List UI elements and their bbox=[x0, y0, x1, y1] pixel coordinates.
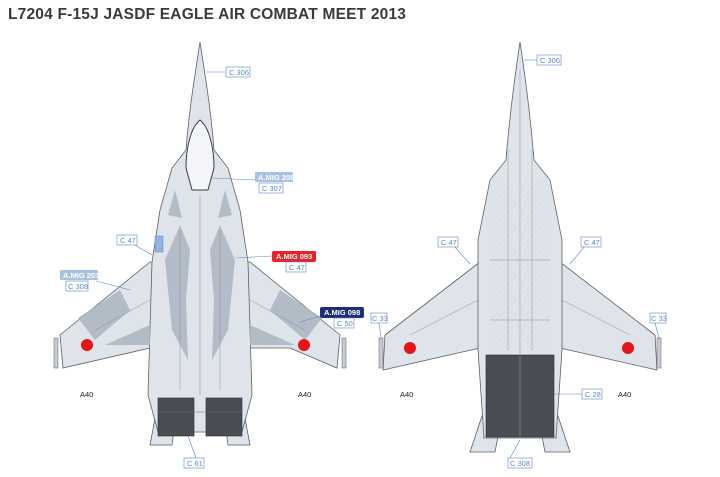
top-red-amig-ref: A.MIG 093 bbox=[276, 252, 312, 261]
top-canopy-ref: C 307 bbox=[262, 184, 282, 193]
bottom-intake-right-ref: C 47 bbox=[584, 238, 600, 247]
bottom-left-wingtip-rail bbox=[378, 337, 384, 369]
hinomaru-left-top bbox=[81, 339, 93, 351]
top-nose-ref: C 306 bbox=[229, 68, 249, 77]
bottom-wingtip-left-ref: C 33 bbox=[372, 314, 388, 323]
page-title: L7204 F-15J JASDF EAGLE AIR COMBAT MEET … bbox=[8, 6, 407, 23]
top-blue-amig-c-ref: C 50 bbox=[337, 319, 353, 328]
hinomaru-right-top bbox=[298, 339, 310, 351]
top-view-panel-lines bbox=[94, 195, 306, 395]
top-tail-ref: C 61 bbox=[187, 459, 203, 468]
top-intake-ref: C 47 bbox=[120, 236, 136, 245]
left-wingtip-rail bbox=[53, 337, 59, 369]
top-red-amig-c-ref: C 47 bbox=[289, 263, 305, 272]
right-wingtip-rail bbox=[341, 337, 347, 369]
hinomaru-right-bottom bbox=[622, 342, 634, 354]
bottom-decal-left: A40 bbox=[400, 390, 413, 399]
top-decal-right: A40 bbox=[298, 390, 311, 399]
bottom-tail-ref: C 308 bbox=[510, 459, 530, 468]
bottom-decal-right: A40 bbox=[618, 390, 631, 399]
top-view-labels: C 306 A.MIG 208 C 307 C 47 A.MIG 203 C 3… bbox=[60, 66, 364, 469]
top-wing-amig-ref: A.MIG 203 bbox=[63, 271, 99, 280]
top-blue-amig-ref: A.MIG 098 bbox=[324, 308, 360, 317]
top-canopy-amig-ref: A.MIG 208 bbox=[258, 173, 294, 182]
top-wing-ref: C 308 bbox=[68, 282, 88, 291]
bottom-wingtip-right-ref: C 33 bbox=[651, 314, 667, 323]
top-decal-left: A40 bbox=[80, 390, 93, 399]
bottom-view-panel-lines bbox=[409, 70, 631, 355]
top-view-camouflage bbox=[78, 190, 322, 360]
leader-lines bbox=[95, 59, 660, 459]
bottom-nose-ref: C 306 bbox=[540, 56, 560, 65]
top-view-nozzles bbox=[157, 397, 243, 437]
bottom-engine-ref: C 28 bbox=[585, 390, 601, 399]
canopy bbox=[185, 119, 215, 191]
bottom-view-aircraft bbox=[378, 41, 662, 453]
hinomaru-left-bottom bbox=[404, 342, 416, 354]
top-view-aircraft bbox=[53, 41, 347, 446]
blue-panel-detail bbox=[154, 235, 164, 253]
bottom-view-labels: C 306 C 47 C 47 C 33 C 33 C 28 C 308 A40… bbox=[370, 54, 667, 469]
bottom-intake-left-ref: C 47 bbox=[441, 238, 457, 247]
bottom-right-wingtip-rail bbox=[656, 337, 662, 369]
